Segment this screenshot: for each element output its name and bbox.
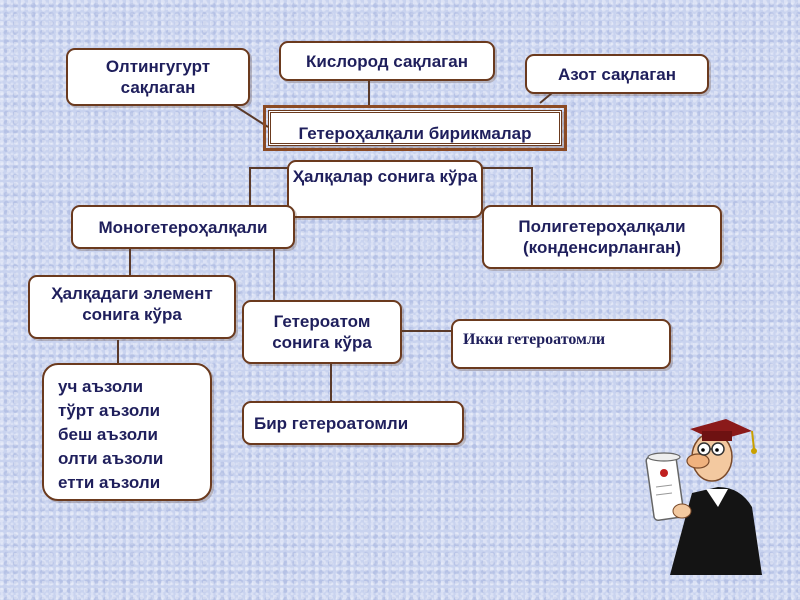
- heterocyclic-compounds-box: Гетероҳалқали бирикмалар: [263, 105, 567, 151]
- two-heteroatom-box: Икки гетероатомли: [451, 319, 671, 369]
- polyheterocyclic-label: Полигетероҳалқали (конденсирланган): [518, 217, 686, 257]
- two-heteroatom-label: Икки гетероатомли: [463, 331, 606, 348]
- ring-size-item: олти аъзоли: [58, 449, 164, 468]
- by-ring-count-label: Ҳалқалар сонига кўра: [292, 167, 478, 186]
- by-ring-element-count-label: Ҳалқадаги элемент сонига кўра: [51, 284, 213, 324]
- monoheterocyclic-box: Моногетероҳалқали: [71, 205, 295, 249]
- nitrogen-containing-box: Азот сақлаган: [525, 54, 709, 94]
- ring-size-item: беш аъзоли: [58, 425, 158, 444]
- sulfur-containing-label: Олтингугурт сақлаган: [105, 57, 211, 97]
- ring-size-list: уч аъзоли тўрт аъзоли беш аъзоли олти аъ…: [58, 375, 163, 495]
- professor-clipart: [645, 419, 762, 575]
- ring-size-list-box: уч аъзоли тўрт аъзоли беш аъзоли олти аъ…: [42, 363, 212, 501]
- oxygen-containing-label: Кислород сақлаган: [306, 51, 468, 71]
- by-heteroatom-count-label: Гетероатом сонига кўра: [272, 312, 372, 352]
- ring-size-item: етти аъзоли: [58, 473, 161, 492]
- nitrogen-containing-label: Азот сақлаган: [558, 64, 676, 84]
- ring-size-item: тўрт аъзоли: [58, 401, 161, 420]
- monoheterocyclic-label: Моногетероҳалқали: [98, 217, 268, 237]
- polyheterocyclic-box: Полигетероҳалқали (конденсирланган): [482, 205, 722, 269]
- sulfur-containing-box: Олтингугурт сақлаган: [66, 48, 250, 106]
- one-heteroatom-label: Бир гетероатомли: [254, 413, 409, 433]
- one-heteroatom-box: Бир гетероатомли: [242, 401, 464, 445]
- by-ring-element-count-box: Ҳалқадаги элемент сонига кўра: [28, 275, 236, 339]
- by-heteroatom-count-box: Гетероатом сонига кўра: [242, 300, 402, 364]
- ring-size-item: уч аъзоли: [58, 377, 144, 396]
- oxygen-containing-box: Кислород сақлаган: [279, 41, 495, 81]
- heterocyclic-compounds-label: Гетероҳалқали бирикмалар: [298, 124, 532, 143]
- by-ring-count-box: Ҳалқалар сонига кўра: [287, 160, 483, 218]
